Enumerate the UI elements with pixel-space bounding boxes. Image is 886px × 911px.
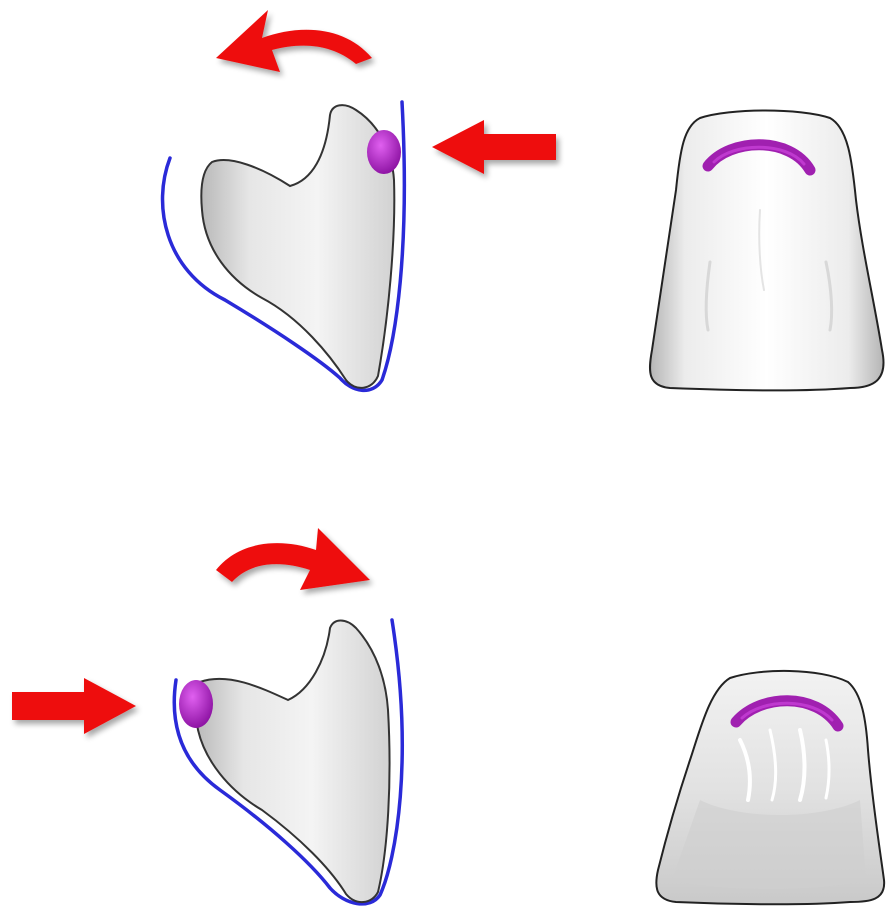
tooth-front-view-bottom — [656, 671, 884, 904]
tooth-side-view-bottom — [174, 620, 402, 904]
attachment-bottom-side — [179, 680, 213, 728]
curved-arrow-left-icon — [216, 10, 372, 72]
tooth-side-view-top — [163, 102, 405, 390]
tooth-front-top — [650, 111, 884, 391]
arrow-right-icon — [12, 678, 136, 734]
tooth-side-bottom — [195, 621, 389, 903]
curved-arrow-right-icon — [216, 528, 370, 590]
arrow-left-icon — [432, 120, 556, 174]
attachment-top-side — [367, 130, 401, 174]
tooth-front-view-top — [650, 111, 884, 391]
